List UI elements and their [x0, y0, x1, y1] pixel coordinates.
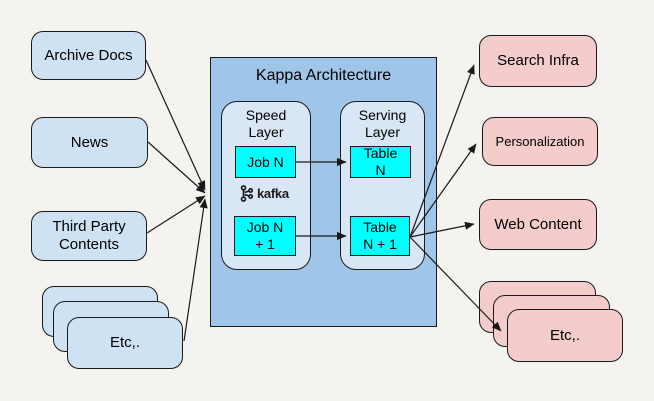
- kafka-icon: [240, 185, 254, 202]
- consumer-etc-stack-front: Etc,.: [507, 309, 623, 362]
- source-third-party-contents: Third Party Contents: [31, 211, 147, 261]
- consumer-personalization: Personalization: [482, 117, 598, 166]
- node-label: Table N + 1: [363, 219, 397, 252]
- node-table-n-plus-1: Table N + 1: [350, 216, 410, 256]
- node-table-n: Table N: [350, 145, 411, 178]
- kafka-logo: kafka: [239, 184, 289, 203]
- consumer-search-infra: Search Infra: [479, 35, 597, 87]
- node-label: Job N + 1: [246, 219, 284, 252]
- consumer-label: Search Infra: [497, 52, 579, 70]
- source-label: News: [70, 133, 109, 151]
- kafka-label: kafka: [257, 186, 289, 201]
- node-label: Table N: [363, 145, 398, 178]
- source-label: Etc,.: [109, 334, 140, 352]
- consumer-label: Web Content: [494, 215, 582, 233]
- container-title: Kappa Architecture: [255, 67, 392, 84]
- source-label: Third Party Contents: [52, 218, 126, 253]
- node-job-n-plus-1: Job N + 1: [234, 216, 296, 256]
- source-etc-stack-front: Etc,.: [67, 317, 183, 369]
- node-label: Job N: [247, 153, 284, 170]
- serving-layer-label: Serving Layer: [358, 107, 407, 140]
- speed-layer-label: Speed Layer: [245, 107, 287, 140]
- node-job-n: Job N: [235, 146, 296, 178]
- source-news: News: [31, 117, 148, 168]
- consumer-label: Etc,.: [549, 326, 580, 344]
- source-label: Archive Docs: [44, 46, 133, 64]
- source-archive-docs: Archive Docs: [31, 31, 146, 80]
- consumer-label: Personalization: [495, 133, 585, 149]
- consumer-web-content: Web Content: [479, 199, 597, 250]
